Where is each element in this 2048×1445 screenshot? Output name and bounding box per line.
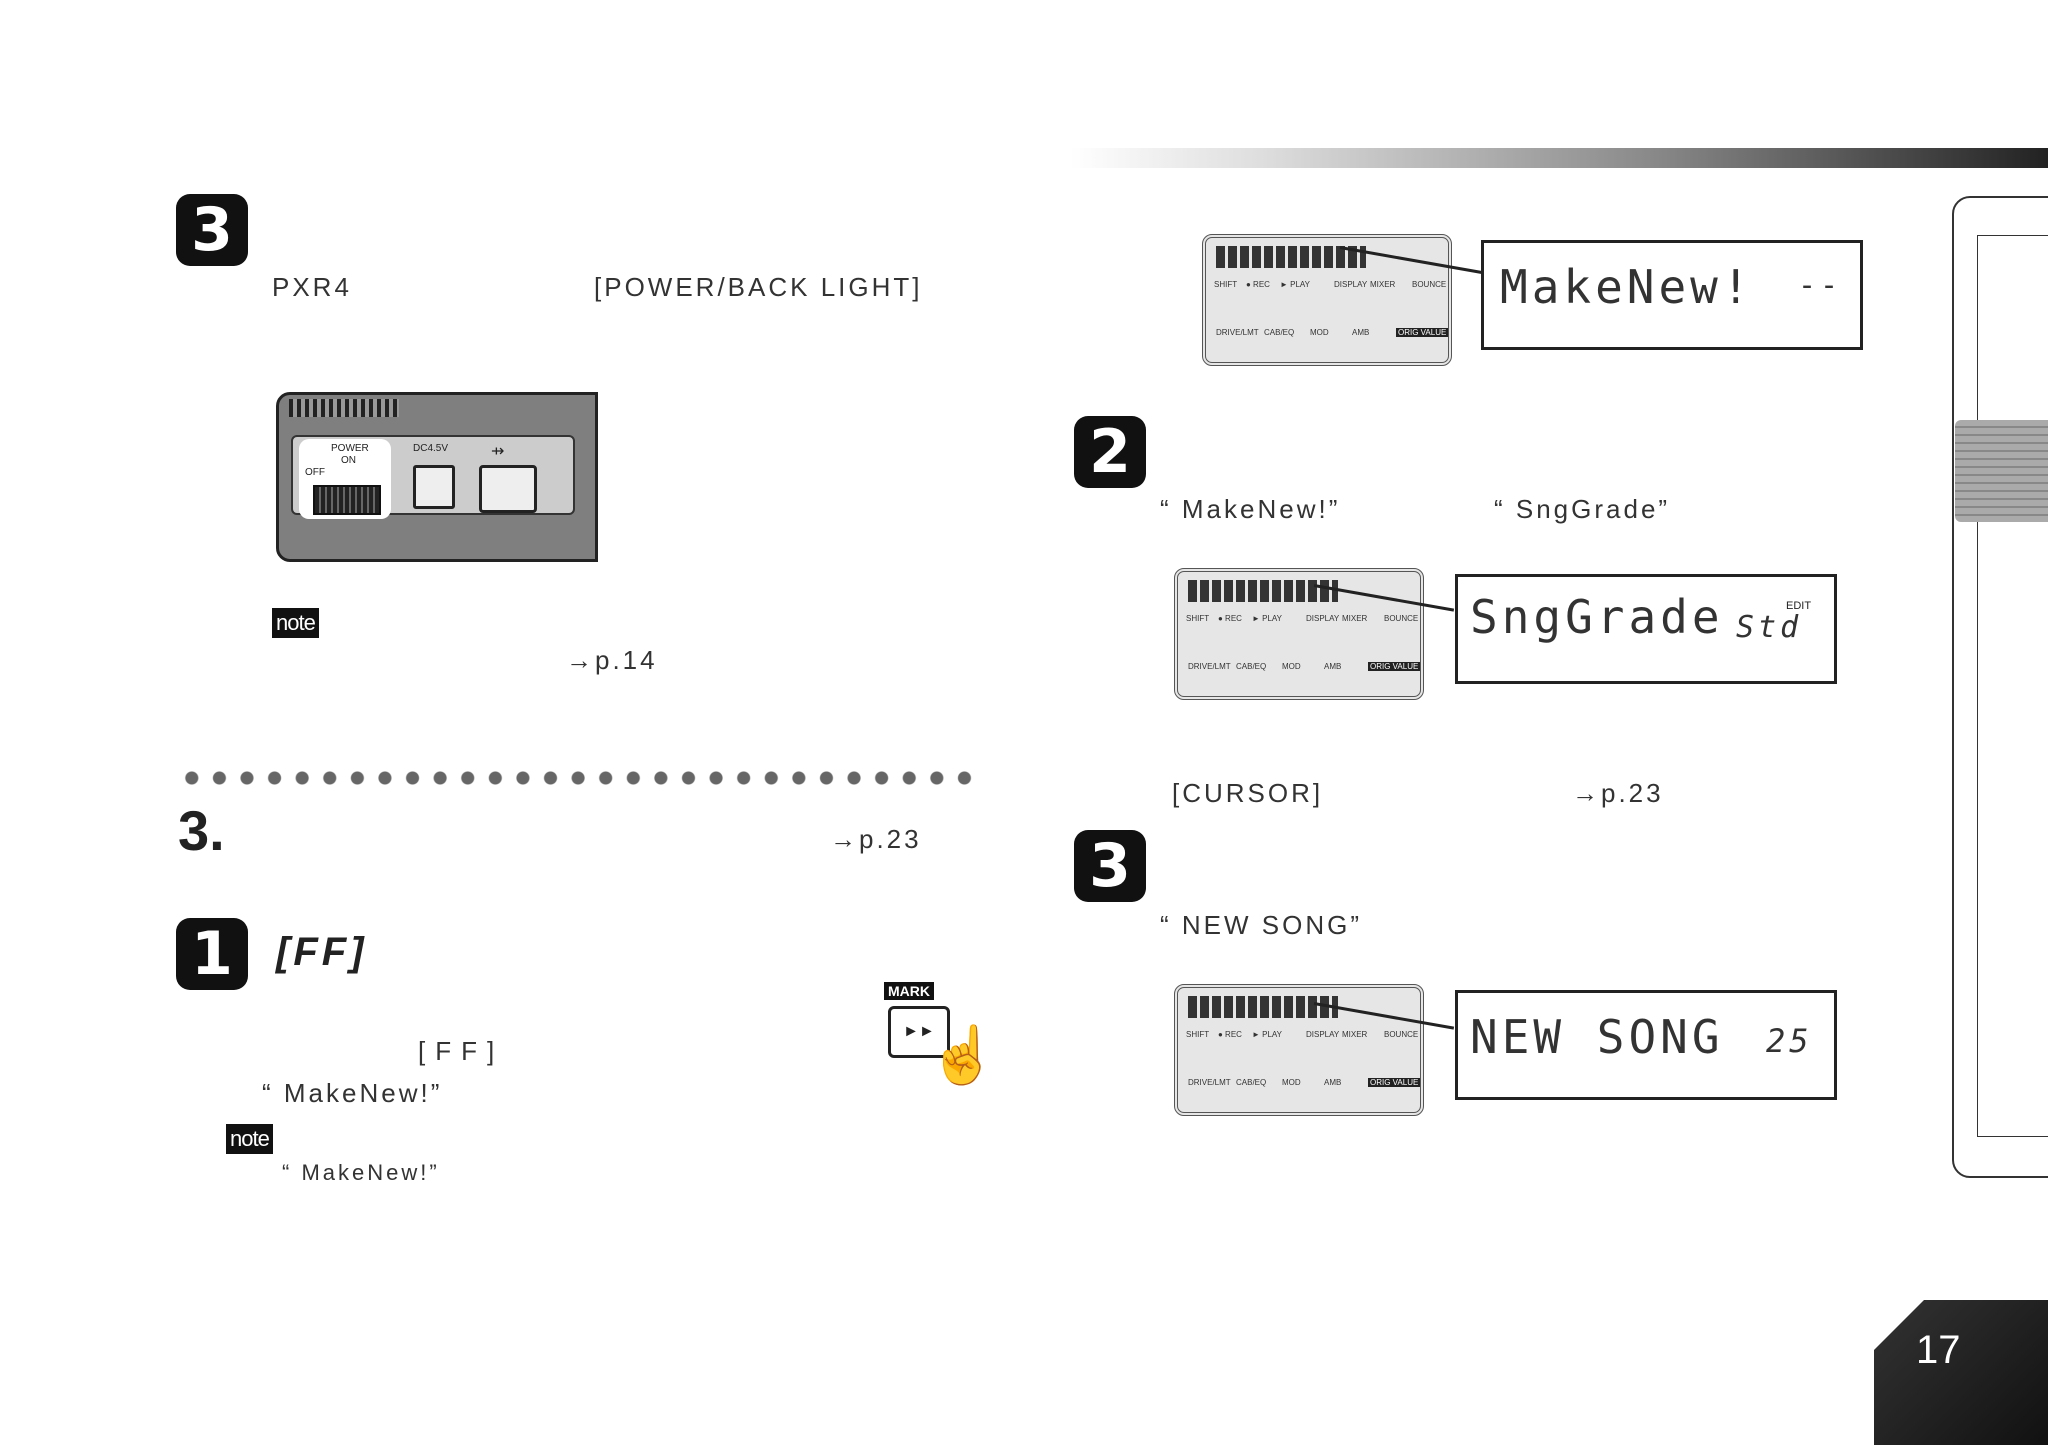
lcd-rec: ● REC xyxy=(1218,614,1242,623)
lcd-zoom-3 xyxy=(1455,990,1837,1100)
lcd-segments xyxy=(1188,580,1338,602)
device-name: PXR4 xyxy=(272,272,352,302)
lcd-shift: SHIFT xyxy=(1214,280,1238,289)
power-switch[interactable] xyxy=(313,485,381,515)
note1-ref: →p.14 xyxy=(566,645,658,675)
lcd-cab: CAB/EQ xyxy=(1236,1078,1267,1087)
on-label: ON xyxy=(341,455,356,466)
lcd-shift: SHIFT xyxy=(1186,614,1210,623)
lcd-orig: ORIG VALUE xyxy=(1368,662,1421,671)
lcd-drive: DRIVE/LMT xyxy=(1188,662,1231,671)
lcd-display: DISPLAY xyxy=(1306,1030,1340,1039)
lcd-drive: DRIVE/LMT xyxy=(1188,1078,1231,1087)
step-1-badge: 1 xyxy=(176,918,248,990)
lcd-bounce: BOUNCE xyxy=(1384,614,1419,623)
lcd-play: ► PLAY xyxy=(1252,1030,1283,1039)
lcd-orig: ORIG VALUE xyxy=(1396,328,1449,337)
mark-label: MARK xyxy=(884,982,934,1000)
lcd-zoom-2 xyxy=(1455,574,1837,684)
step-2-badge: 2 xyxy=(1074,416,1146,488)
lcd2-value: Std xyxy=(1736,610,1803,645)
page-corner xyxy=(1874,1300,2048,1445)
lcd-drive: DRIVE/LMT xyxy=(1216,328,1259,337)
lcd-mixer: MIXER xyxy=(1370,280,1396,289)
page-number: 17 xyxy=(1916,1328,1961,1372)
step-3-right-badge: 3 xyxy=(1074,830,1146,902)
lcd-zoom-1 xyxy=(1481,240,1863,350)
note-icon: note xyxy=(272,608,319,638)
lcd-rec: ● REC xyxy=(1246,280,1270,289)
usb-icon: ⇸ xyxy=(491,443,505,460)
step-1-title: [FF] xyxy=(276,930,368,974)
lcd-cab: CAB/EQ xyxy=(1236,662,1267,671)
side-tab-inner xyxy=(1977,235,2048,1137)
side-tab-frame xyxy=(1952,196,2048,1178)
note2-icon: note xyxy=(226,1124,273,1154)
lcd-rec: ● REC xyxy=(1218,1030,1242,1039)
makenew-text: “ MakeNew!” xyxy=(262,1078,443,1108)
lcd-orig: ORIG VALUE xyxy=(1368,1078,1421,1087)
step2-snggrade: “ SngGrade” xyxy=(1494,494,1671,524)
step2-makenew: “ MakeNew!” xyxy=(1160,494,1341,524)
lcd-mixer: MIXER xyxy=(1342,1030,1368,1039)
lcd-amb: AMB xyxy=(1324,662,1342,671)
section-ref: →p.23 xyxy=(830,824,922,854)
new-song-text: “ NEW SONG” xyxy=(1160,910,1362,940)
lcd2-edit: EDIT xyxy=(1786,600,1812,612)
lcd3-value: 25 xyxy=(1766,1022,1813,1060)
device-lcd-1: SHIFT ● REC ► PLAY DISPLAY MIXER BOUNCE … xyxy=(1202,234,1452,366)
power-button-label: [POWER/BACK LIGHT] xyxy=(594,272,923,302)
hand-pointer-icon: ☝ xyxy=(928,1023,998,1086)
lcd-amb: AMB xyxy=(1352,328,1370,337)
ff-button-label: [FF] xyxy=(418,1036,505,1066)
usb-port xyxy=(479,465,537,513)
lcd-segments xyxy=(1216,246,1366,268)
section-title: 3. xyxy=(178,799,225,862)
side-tab-index xyxy=(1955,420,2048,522)
lcd2-text: SngGrade xyxy=(1470,590,1724,644)
lcd-bounce: BOUNCE xyxy=(1384,1030,1419,1039)
lcd-play: ► PLAY xyxy=(1252,614,1283,623)
device-panel-illustration: POWER ON OFF DC4.5V ⇸ xyxy=(276,392,598,562)
lcd-mod: MOD xyxy=(1310,328,1329,337)
cursor-button-label: [CURSOR] xyxy=(1172,778,1324,808)
lcd-display: DISPLAY xyxy=(1306,614,1340,623)
power-label: POWER xyxy=(331,443,369,454)
lcd1-value: -- xyxy=(1798,268,1843,303)
mark-button-illustration: MARK ►► ☝ xyxy=(884,982,998,1098)
lcd-mixer: MIXER xyxy=(1342,614,1368,623)
lcd-segments xyxy=(1188,996,1338,1018)
note2-text: “ MakeNew!” xyxy=(282,1160,440,1185)
lcd-display: DISPLAY xyxy=(1334,280,1368,289)
cursor-ref: →p.23 xyxy=(1572,778,1664,808)
header-gradient-bar xyxy=(1070,148,2048,168)
dc-jack xyxy=(413,465,455,509)
ff-button[interactable]: ►► xyxy=(888,1006,950,1058)
lcd-cab: CAB/EQ xyxy=(1264,328,1295,337)
device-lcd-2: SHIFT ● REC ► PLAY DISPLAY MIXER BOUNCE … xyxy=(1174,568,1424,700)
lcd3-text: NEW SONG xyxy=(1470,1010,1724,1064)
lcd1-text: MakeNew! xyxy=(1500,260,1754,314)
lcd-play: ► PLAY xyxy=(1280,280,1311,289)
off-label: OFF xyxy=(305,467,325,478)
step-3-badge: 3 xyxy=(176,194,248,266)
lcd-mod: MOD xyxy=(1282,662,1301,671)
device-grip xyxy=(289,399,399,417)
lcd-mod: MOD xyxy=(1282,1078,1301,1087)
lcd-amb: AMB xyxy=(1324,1078,1342,1087)
section-divider-dots xyxy=(178,770,978,786)
device-lcd-3: SHIFT ● REC ► PLAY DISPLAY MIXER BOUNCE … xyxy=(1174,984,1424,1116)
dc-label: DC4.5V xyxy=(413,443,449,454)
lcd-shift: SHIFT xyxy=(1186,1030,1210,1039)
lcd-bounce: BOUNCE xyxy=(1412,280,1447,289)
